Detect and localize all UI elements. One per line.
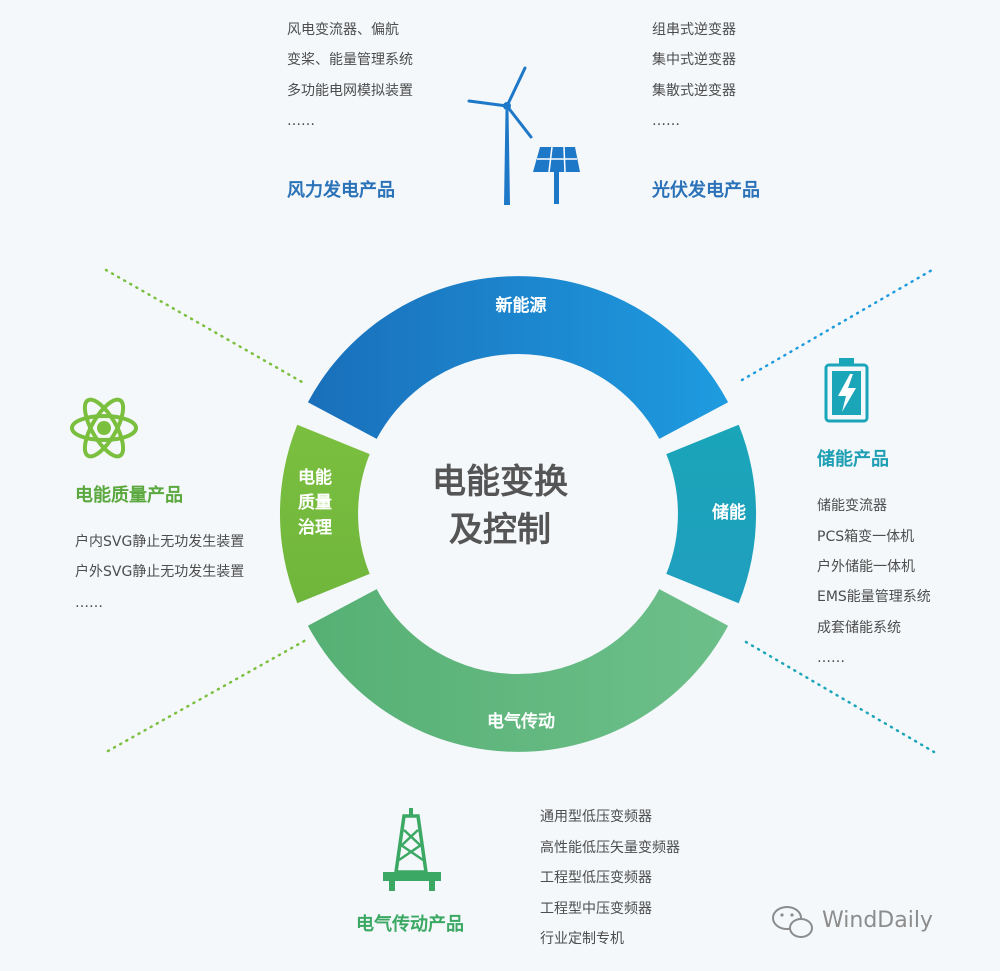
solar-item: 组串式逆变器 xyxy=(652,22,736,38)
wind-item: 风电变流器、偏航 xyxy=(287,22,399,38)
ring xyxy=(279,276,757,752)
solar-heading: 光伏发电产品 xyxy=(652,180,760,201)
storage-item: 储能变流器 xyxy=(817,498,887,514)
watermark: WindDaily xyxy=(822,908,933,933)
storage-item: 户外储能一体机 xyxy=(817,559,915,575)
solar-item: 集中式逆变器 xyxy=(652,52,736,68)
wind-item: …… xyxy=(287,113,315,129)
solar-panel-icon xyxy=(533,146,580,204)
wind-turbine-icon xyxy=(467,66,533,205)
segment-new-energy[interactable] xyxy=(307,276,729,439)
atom-icon xyxy=(70,397,138,459)
quality-item: 户内SVG静止无功发生装置 xyxy=(75,534,245,550)
center-title-line2: 及控制 xyxy=(449,510,551,550)
wind-heading: 风力发电产品 xyxy=(287,180,395,201)
center-title-line1: 电能变换 xyxy=(432,462,568,502)
wind-item: 多功能电网模拟装置 xyxy=(287,83,413,99)
oil-rig-icon xyxy=(383,808,441,891)
solar-item: …… xyxy=(652,113,680,129)
drive-item: 通用型低压变频器 xyxy=(540,809,652,825)
quality-item: 户外SVG静止无功发生装置 xyxy=(75,564,245,580)
connector-bottom-left xyxy=(106,638,308,753)
segment-label-power-quality: 电能 质量 治理 xyxy=(285,466,345,541)
segment-storage[interactable] xyxy=(666,424,757,604)
connector-top-left xyxy=(104,268,304,384)
segment-power-quality[interactable] xyxy=(279,424,370,604)
segment-label-electric-drive: 电气传动 xyxy=(487,711,555,732)
quality-item: …… xyxy=(75,595,103,611)
storage-item: EMS能量管理系统 xyxy=(817,589,931,605)
solar-item: 集散式逆变器 xyxy=(652,83,736,99)
drive-item: 行业定制专机 xyxy=(540,931,624,947)
center-title: 电能变换 及控制 xyxy=(400,458,600,554)
connector-top-right xyxy=(740,268,934,382)
storage-item: 成套储能系统 xyxy=(817,620,901,636)
segment-label-power-quality-line2: 质量 xyxy=(298,493,332,513)
segment-label-power-quality-line1: 电能 xyxy=(298,468,332,488)
segment-label-power-quality-line3: 治理 xyxy=(298,518,332,538)
drive-item: 工程型低压变频器 xyxy=(540,870,652,886)
battery-icon xyxy=(824,358,869,423)
segment-label-storage: 储能 xyxy=(712,502,746,523)
segment-label-new-energy: 新能源 xyxy=(496,295,547,316)
drive-item: 高性能低压矢量变频器 xyxy=(540,840,680,856)
drive-item: 工程型中压变频器 xyxy=(540,901,652,917)
wind-item: 变桨、能量管理系统 xyxy=(287,52,413,68)
connector-bottom-right xyxy=(744,640,936,754)
wechat-icon xyxy=(772,906,813,938)
storage-heading: 储能产品 xyxy=(817,449,889,470)
quality-heading: 电能质量产品 xyxy=(75,485,183,506)
storage-item: …… xyxy=(817,650,845,666)
drive-heading: 电气传动产品 xyxy=(356,914,464,935)
segment-electric-drive[interactable] xyxy=(307,589,729,752)
storage-item: PCS箱变一体机 xyxy=(817,529,915,545)
connector-lines xyxy=(104,268,936,754)
